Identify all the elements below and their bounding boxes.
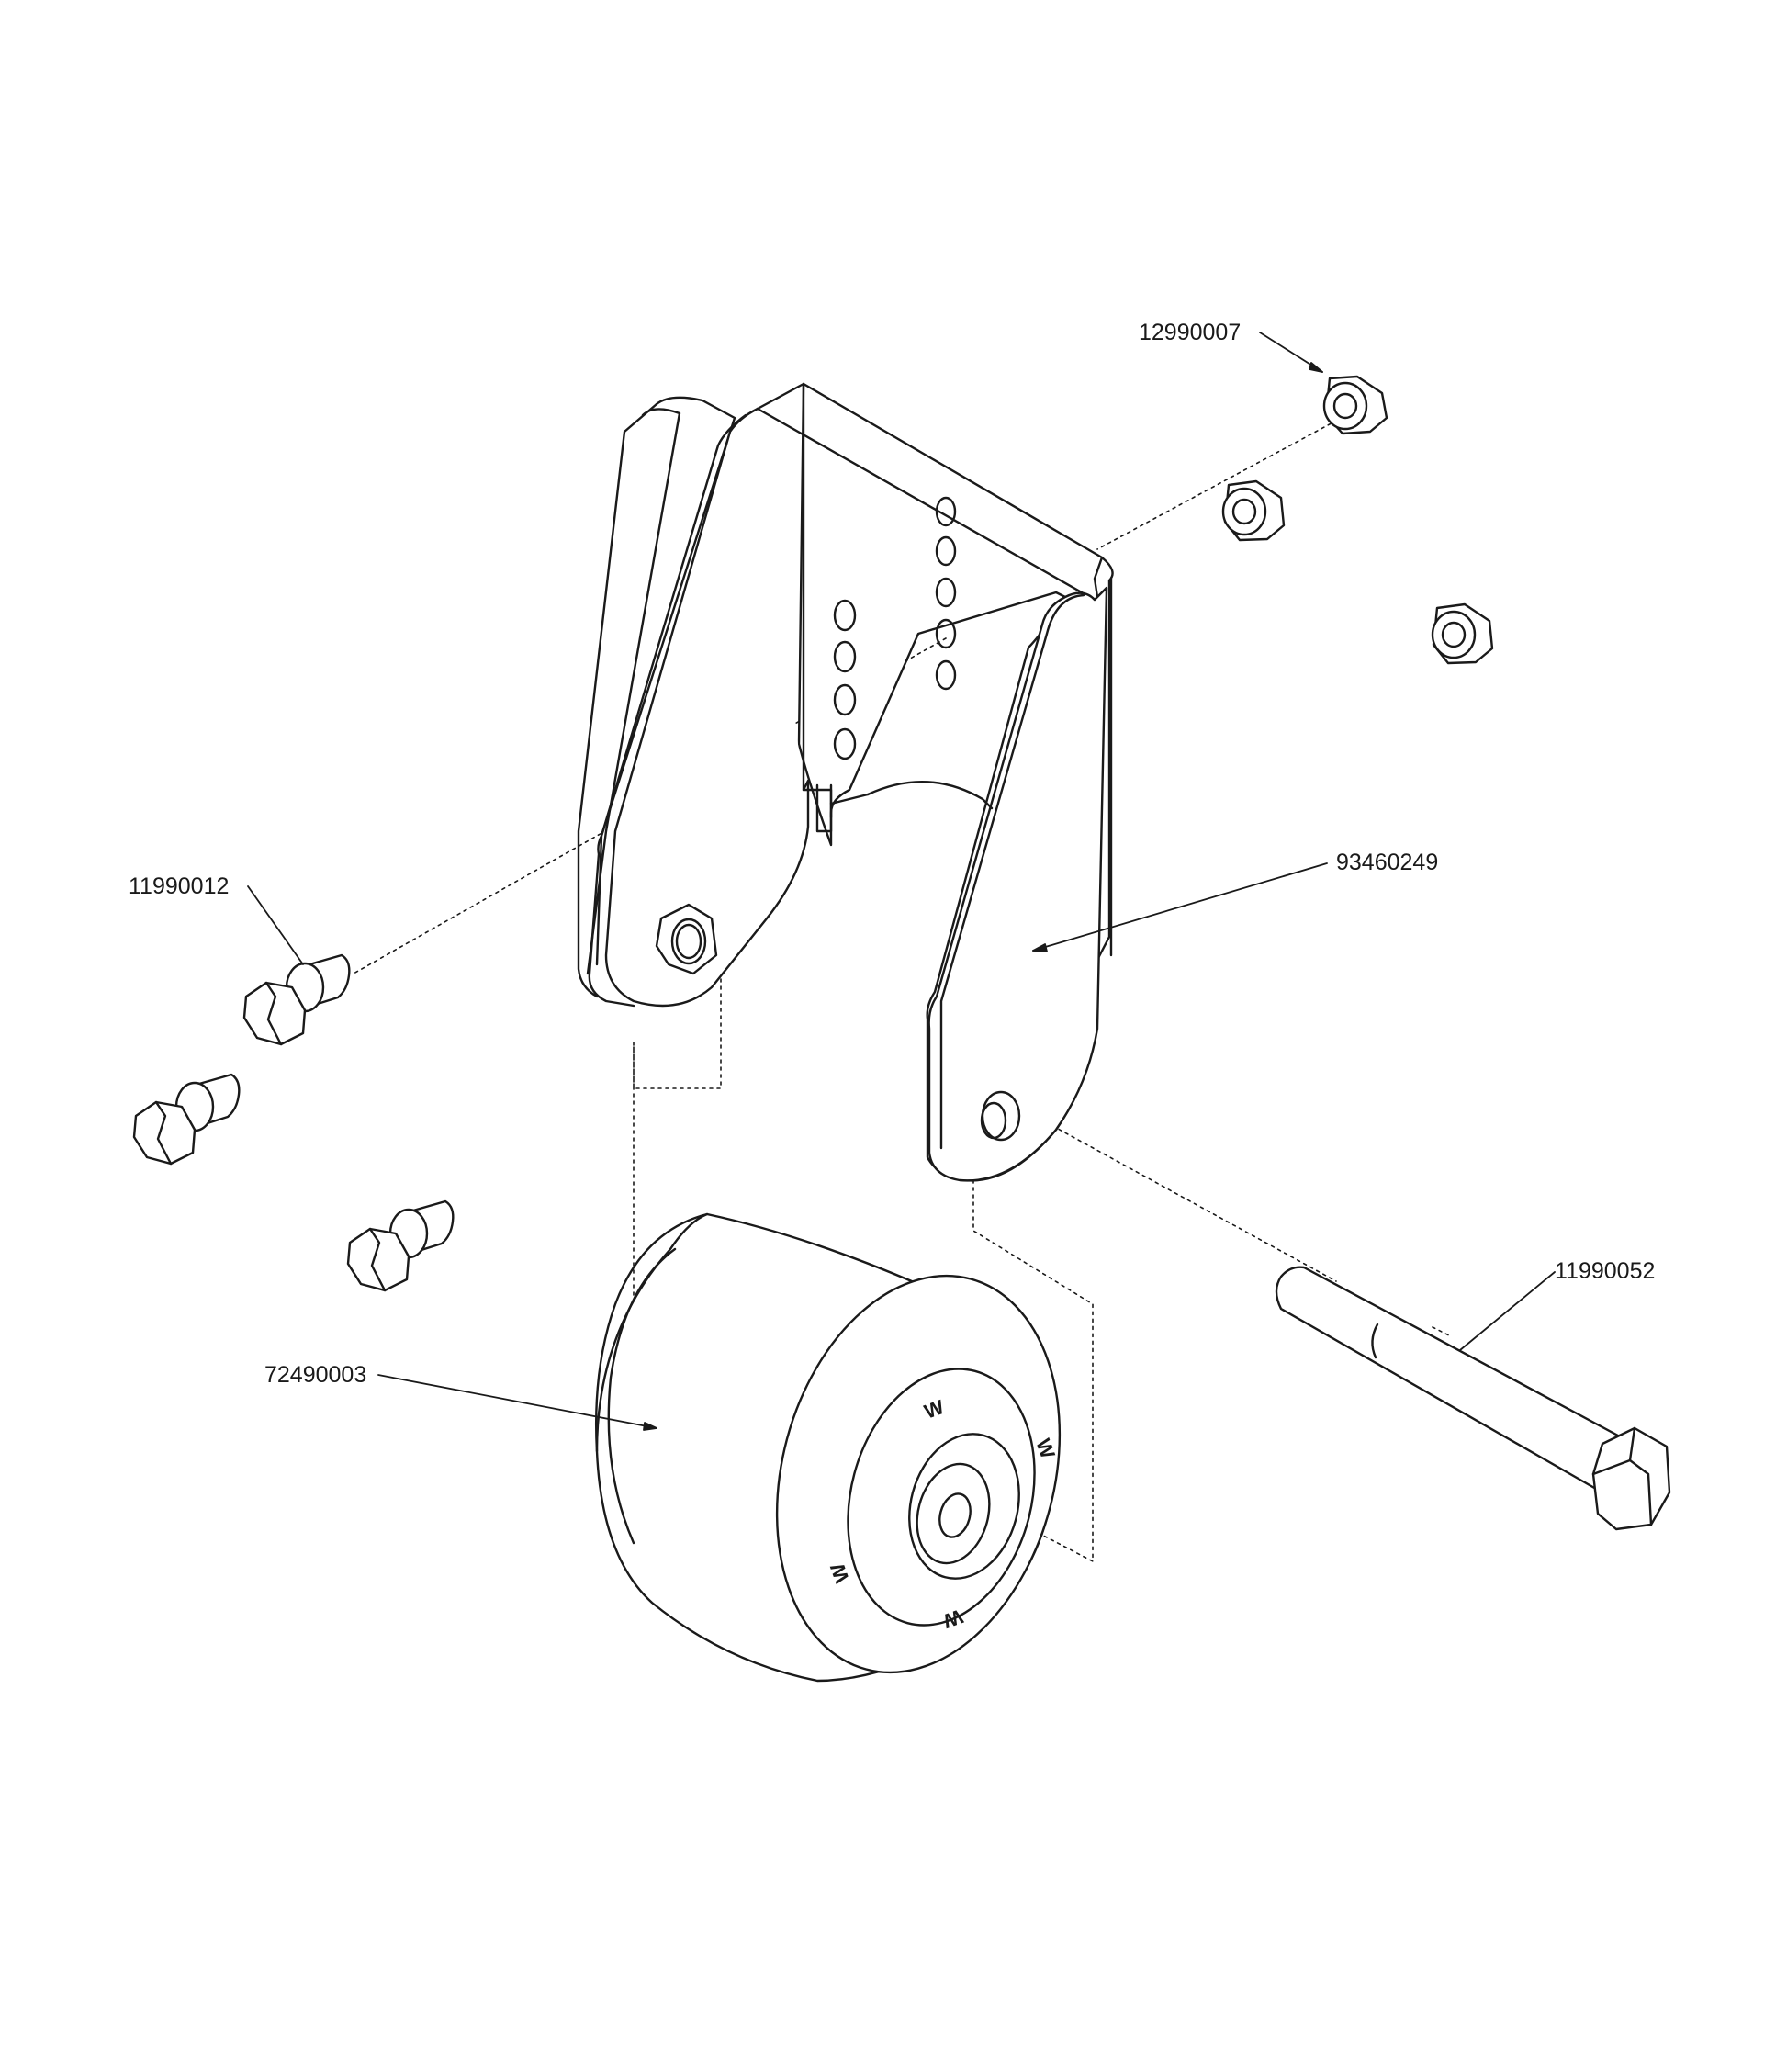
flange-bolt-3	[346, 1199, 455, 1292]
flange-nut-3	[1431, 602, 1494, 665]
part-number-11990052: 11990052	[1555, 1258, 1656, 1284]
leader-lines	[247, 332, 1556, 1431]
part-number-11990012: 11990012	[129, 873, 230, 899]
axle-bolt-11990052	[1275, 1266, 1671, 1531]
part-number-12990007: 12990007	[1139, 320, 1242, 345]
wheel-72490003: W W W W	[594, 1212, 1062, 1683]
flange-bolt-2	[132, 1073, 241, 1166]
part-number-93460249: 93460249	[1336, 850, 1439, 875]
bracket-93460249	[577, 382, 1114, 1182]
flange-nut-1	[1322, 375, 1388, 435]
flange-nut-2	[1221, 479, 1286, 542]
flange-bolt-1	[242, 953, 351, 1046]
part-number-72490003: 72490003	[264, 1362, 367, 1388]
